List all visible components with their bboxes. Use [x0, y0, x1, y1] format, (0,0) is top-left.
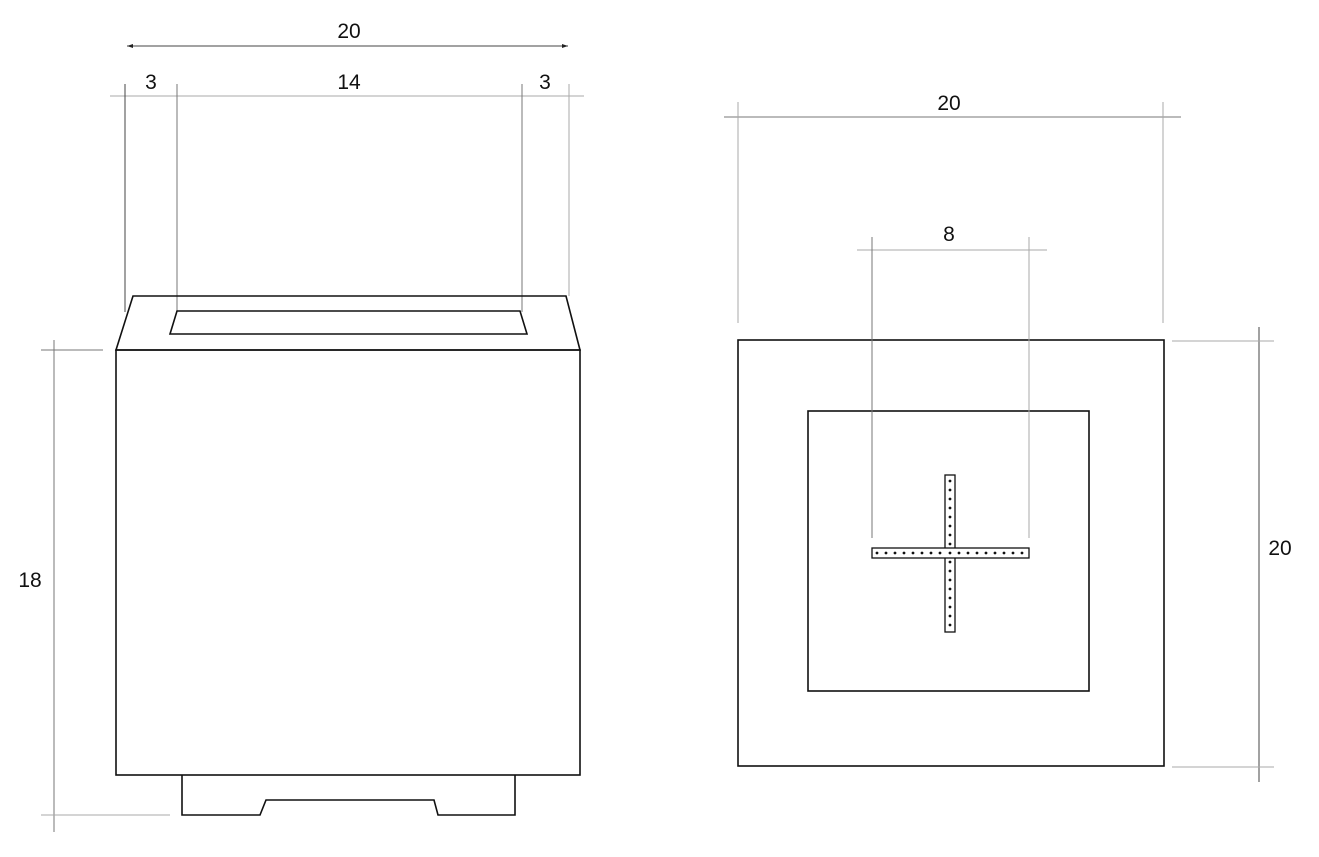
- label-opening-width: 14: [337, 71, 361, 94]
- top-inner-square: [807, 410, 1090, 692]
- planter-base: [181, 775, 516, 816]
- label-top-depth: 20: [1268, 537, 1291, 560]
- top-view: 20 8: [724, 92, 1292, 782]
- planter-top-rim: [114, 295, 582, 351]
- planter-body: [115, 349, 581, 776]
- label-front-height: 18: [18, 569, 41, 592]
- label-front-overall-width: 20: [337, 20, 360, 43]
- front-view: 20 3 14 3 18: [18, 20, 584, 832]
- arrow-left-icon: [127, 44, 133, 48]
- top-outer-square: [737, 339, 1165, 767]
- drain-cross-icon: [871, 474, 1030, 633]
- label-right-rim: 3: [539, 71, 551, 94]
- label-top-overall-width: 20: [937, 92, 960, 115]
- label-cross-width: 8: [943, 223, 955, 246]
- arrow-right-icon: [562, 44, 568, 48]
- planter-opening: [168, 310, 529, 335]
- label-left-rim: 3: [145, 71, 157, 94]
